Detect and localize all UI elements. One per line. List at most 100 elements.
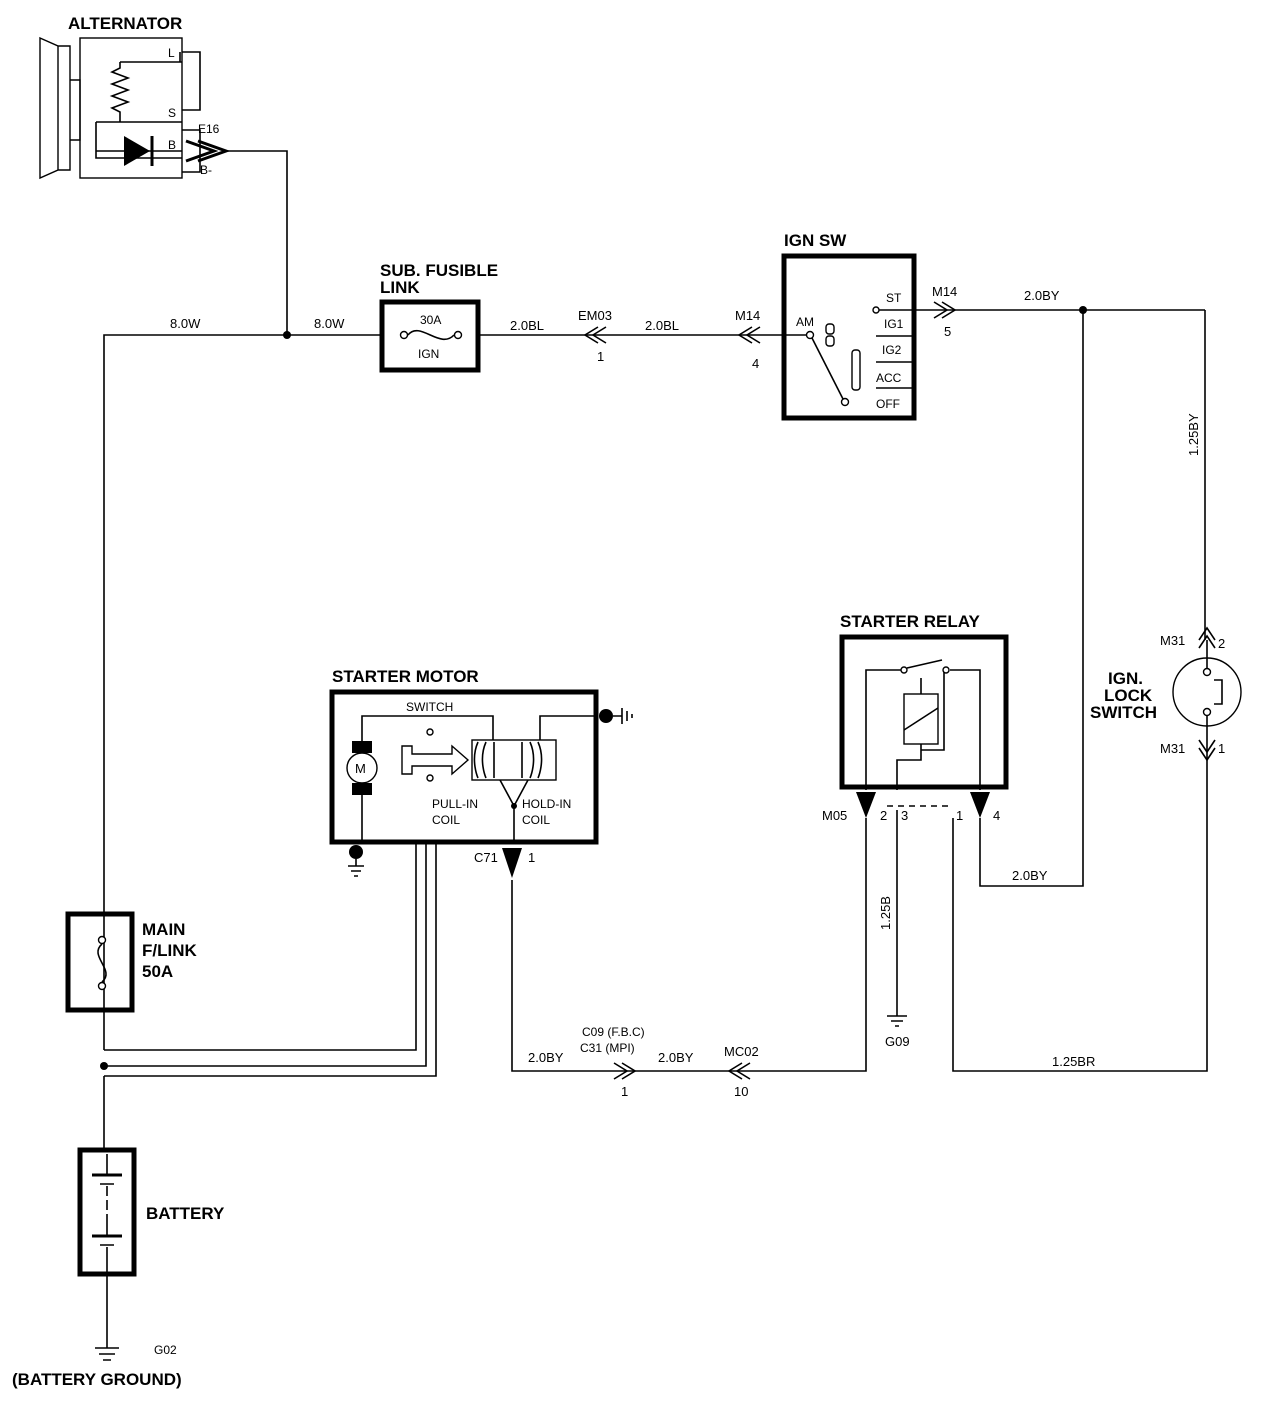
connector-m05-pin3: 3 xyxy=(901,808,908,823)
ign-sw-off: OFF xyxy=(876,397,900,411)
connector-m05-label: M05 xyxy=(822,808,847,823)
ign-sw-label: IGN SW xyxy=(784,231,847,250)
alternator: ALTERNATOR L S B E16 B- xyxy=(39,14,288,335)
ign-sw-am: AM xyxy=(796,315,814,329)
hold-in-label-2: COIL xyxy=(522,813,550,827)
connector-m14-out-label: M14 xyxy=(932,284,957,299)
ign-lock-switch: IGN. LOCK SWITCH M31 2 M31 1 xyxy=(1090,626,1242,762)
connector-mc02-label: MC02 xyxy=(724,1044,759,1059)
connector-m05-right xyxy=(970,792,990,818)
main-flink-label-2: F/LINK xyxy=(142,941,197,960)
connector-m31-top-label: M31 xyxy=(1160,633,1185,648)
sub-fuse-rating: 30A xyxy=(420,313,441,327)
alternator-body xyxy=(79,37,183,179)
main-flink-box xyxy=(65,911,135,1013)
ground-g09-label: G09 xyxy=(885,1034,910,1049)
ign-switch: IGN SW AM ST IG1 IG2 ACC OFF xyxy=(781,231,917,421)
sub-fusible-link-label-2: LINK xyxy=(380,278,420,297)
connector-m14-out-pin: 5 xyxy=(944,324,951,339)
ign-sw-ig1: IG1 xyxy=(884,317,904,331)
connector-m05-pin4: 4 xyxy=(993,808,1000,823)
starter-motor-label: STARTER MOTOR xyxy=(332,667,479,686)
pull-in-label-1: PULL-IN xyxy=(432,797,478,811)
ign-sw-st: ST xyxy=(886,291,902,305)
main-flink-label-3: 50A xyxy=(142,962,173,981)
junction-8ow xyxy=(283,331,291,339)
connector-m14-in-label: M14 xyxy=(735,308,760,323)
connector-c09 xyxy=(613,1062,637,1080)
connector-c09-label: C09 (F.B.C) xyxy=(582,1025,645,1039)
connector-em03-label: EM03 xyxy=(578,308,612,323)
connector-m31-top-pin: 2 xyxy=(1218,636,1225,651)
alt-terminal-b: B xyxy=(168,138,176,152)
ign-lock-label-2: LOCK xyxy=(1104,686,1153,705)
ign-sw-acc: ACC xyxy=(876,371,902,385)
solenoid xyxy=(471,739,557,781)
connector-m14-in-pin: 4 xyxy=(752,356,759,371)
starter-relay: STARTER RELAY M05 2 3 1 4 xyxy=(822,612,1009,823)
wire-label-20bl-a: 2.0BL xyxy=(510,318,544,333)
starter-relay-box xyxy=(839,634,1009,790)
battery: BATTERY xyxy=(77,1147,225,1277)
connector-em03-pin: 1 xyxy=(597,349,604,364)
alternator-internal-wiring xyxy=(95,52,182,159)
ground-g02 xyxy=(95,1347,119,1361)
connector-c71 xyxy=(502,848,522,878)
wire-label-20by-mc02: 2.0BY xyxy=(658,1050,694,1065)
alt-terminal-l: L xyxy=(168,46,175,60)
sub-fusible-link: SUB. FUSIBLE LINK 30A IGN xyxy=(379,261,498,373)
alternator-field-coil xyxy=(109,62,131,122)
pull-in-label-2: COIL xyxy=(432,813,460,827)
alt-terminal-b-minus: B- xyxy=(200,163,212,177)
connector-m05-pin2: 2 xyxy=(880,808,887,823)
connector-mc02-pin: 10 xyxy=(734,1084,748,1099)
wire-20by-relay xyxy=(979,310,1084,887)
wire-label-125br: 1.25BR xyxy=(1052,1054,1095,1069)
connector-c71-pin: 1 xyxy=(528,850,535,865)
wire-label-8ow-right: 8.0W xyxy=(314,316,345,331)
connector-m31-top xyxy=(1198,626,1216,649)
wire-label-20by-relay: 2.0BY xyxy=(1012,868,1048,883)
wire-label-20by-c71: 2.0BY xyxy=(528,1050,564,1065)
ign-lock-label-3: SWITCH xyxy=(1090,703,1157,722)
sub-fusible-link-label-1: SUB. FUSIBLE xyxy=(380,261,498,280)
starter-relay-label: STARTER RELAY xyxy=(840,612,980,631)
sub-fuse-element xyxy=(407,329,455,341)
battery-ground-label: (BATTERY GROUND) xyxy=(12,1370,182,1389)
connector-c09-pin: 1 xyxy=(621,1084,628,1099)
wire-label-20by-top: 2.0BY xyxy=(1024,288,1060,303)
battery-label: BATTERY xyxy=(146,1204,225,1223)
ground-g02-label: G02 xyxy=(154,1343,177,1357)
ground-g09 xyxy=(887,1015,907,1027)
sub-fuse-circuit: IGN xyxy=(418,347,439,361)
connector-c71-label: C71 xyxy=(474,850,498,865)
connector-m14-out xyxy=(933,301,957,319)
hold-in-label-1: HOLD-IN xyxy=(522,797,571,811)
switch-label: SWITCH xyxy=(406,700,453,714)
alternator-pulley xyxy=(39,36,81,180)
wire-label-8ow-left: 8.0W xyxy=(170,316,201,331)
wire-label-125by: 1.25BY xyxy=(1186,413,1201,456)
main-fusible-link: MAIN F/LINK 50A xyxy=(65,911,197,1013)
wire-battery-starter-b xyxy=(104,842,427,1067)
wire-label-125b: 1.25B xyxy=(878,896,893,930)
ign-sw-ig2: IG2 xyxy=(882,343,902,357)
alt-b-connector-arrow xyxy=(185,139,219,163)
alternator-terminal-block xyxy=(182,51,201,173)
connector-m05-pin1: 1 xyxy=(956,808,963,823)
wire-battery-starter-a xyxy=(104,842,417,1051)
main-flink-label-1: MAIN xyxy=(142,920,185,939)
wire-battery-starter-c xyxy=(104,842,437,1077)
alt-connector-e16: E16 xyxy=(198,122,220,136)
ign-sw-box xyxy=(781,253,917,421)
connector-m31-bot-label: M31 xyxy=(1160,741,1185,756)
starter-motor: STARTER MOTOR M SWITCH PULL-IN COIL HOLD… xyxy=(329,667,633,878)
connector-em03 xyxy=(583,326,607,344)
alternator-label: ALTERNATOR xyxy=(68,14,182,33)
motor-m-label: M xyxy=(355,761,366,776)
wire-label-20bl-b: 2.0BL xyxy=(645,318,679,333)
connector-m05-left xyxy=(856,792,876,818)
ign-lock-label-1: IGN. xyxy=(1108,669,1143,688)
alt-terminal-s: S xyxy=(168,106,176,120)
